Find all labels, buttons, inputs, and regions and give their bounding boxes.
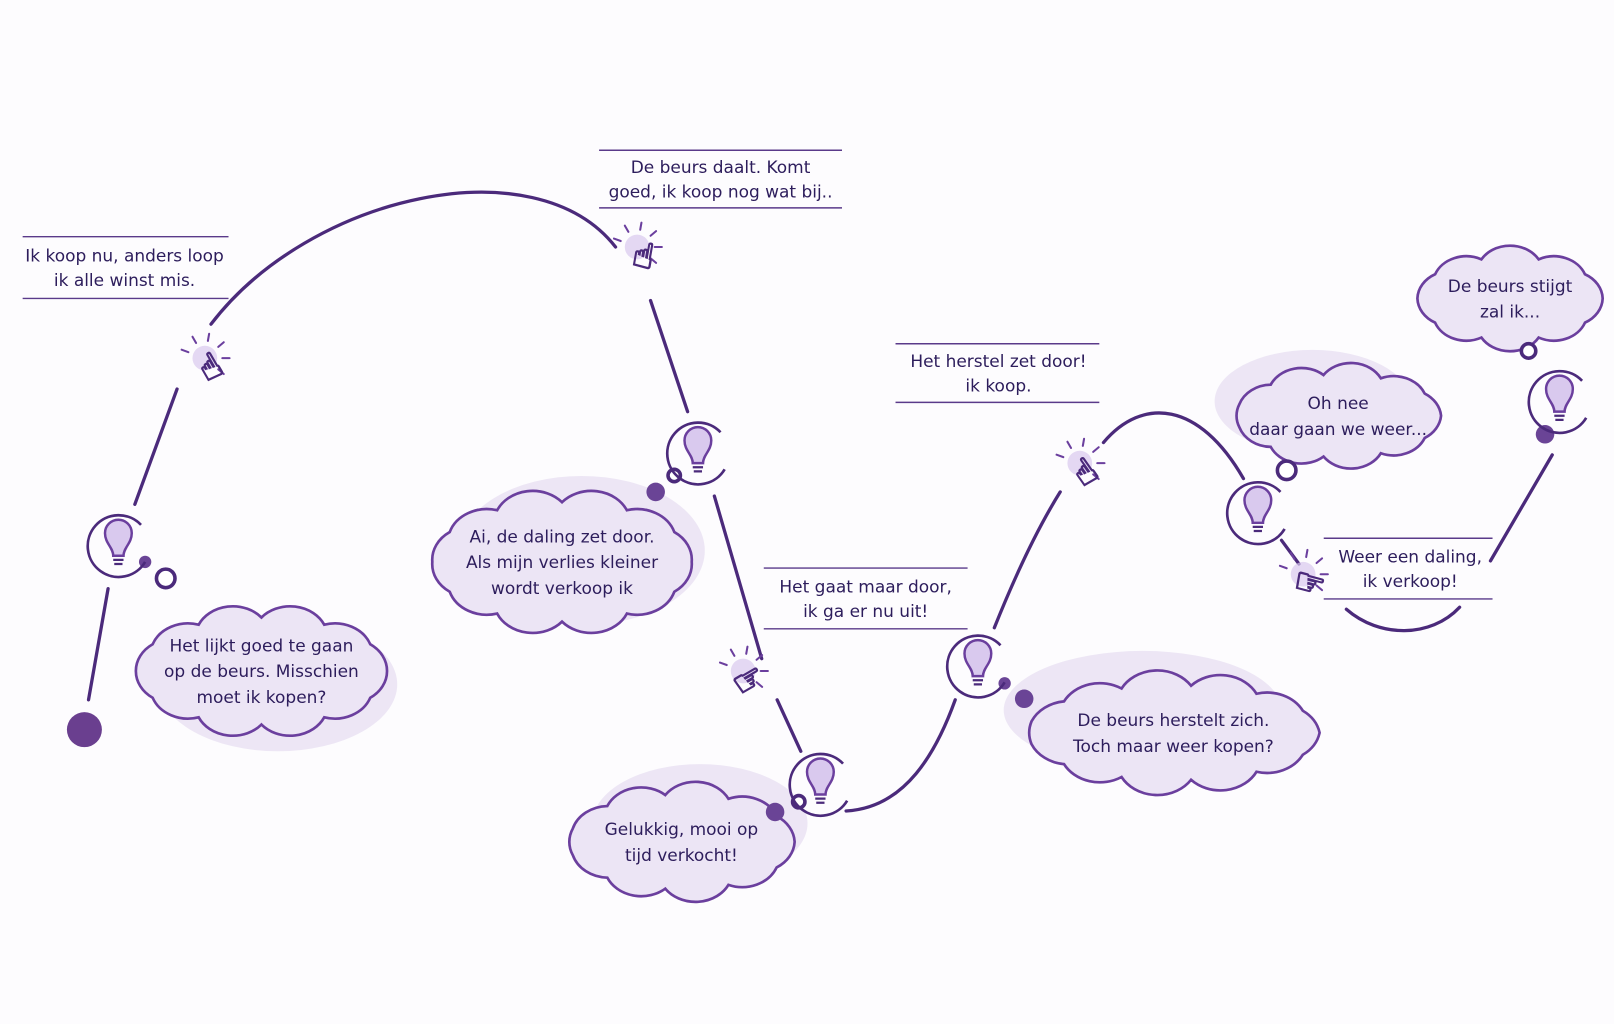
curve-segment bbox=[1101, 411, 1246, 481]
cloud-shape bbox=[568, 780, 796, 904]
cloud-text-line: Ai, de daling zet door. bbox=[470, 527, 655, 547]
curve-segment bbox=[209, 190, 618, 326]
cloud-shape bbox=[1027, 669, 1321, 797]
thought-bubble-dot bbox=[1519, 341, 1538, 360]
caption-text-line: Ik koop nu, anders loop bbox=[25, 246, 224, 266]
curve-segment bbox=[86, 587, 110, 702]
cloud-text-line: zal ik... bbox=[1480, 302, 1540, 322]
thought-cloud: Gelukkig, mooi op tijd verkocht! bbox=[568, 780, 796, 904]
thought-cloud: De beurs herstelt zich. Toch maar weer ko… bbox=[1027, 669, 1321, 797]
thought-bubble-dot bbox=[646, 482, 665, 502]
caption-text-line: ik alle winst mis. bbox=[54, 271, 195, 291]
caption-text-line: ik koop. bbox=[965, 377, 1031, 397]
market-curve bbox=[66, 190, 1554, 813]
cloud-text-line: Oh nee bbox=[1308, 394, 1369, 414]
cloud-text-line: tijd verkocht! bbox=[625, 846, 738, 866]
curve-segment bbox=[775, 698, 803, 753]
cloud-text-line: op de beurs. Misschien bbox=[164, 662, 359, 682]
cloud-text-line: Gelukkig, mooi op bbox=[605, 820, 759, 840]
caption: Het herstel zet door! ik koop. bbox=[895, 343, 1100, 404]
thought-bubble-dot bbox=[765, 802, 785, 822]
thought-bubble-dot bbox=[1014, 689, 1034, 709]
thought-cloud: Ai, de daling zet door. Als mijn verlies … bbox=[430, 489, 694, 635]
lightbulb-icon bbox=[788, 752, 849, 818]
pointing-hand-icon: ☝ bbox=[180, 332, 231, 391]
cloud-shape bbox=[134, 605, 389, 737]
pointing-hand-icon: ☝ bbox=[1055, 437, 1107, 496]
lightbulb-icon bbox=[86, 513, 147, 579]
lightbulb-icon bbox=[945, 634, 1006, 699]
pointing-hand-icon: ☞ bbox=[1278, 548, 1331, 608]
cloud-shape bbox=[1416, 244, 1605, 353]
cloud-text-line: De beurs stijgt bbox=[1448, 277, 1573, 297]
svg-text:☝: ☝ bbox=[1065, 450, 1105, 495]
curve-segment bbox=[1488, 453, 1554, 563]
caption: Weer een daling, ik verkoop! bbox=[1323, 537, 1493, 600]
curve-segment bbox=[133, 387, 179, 506]
curve-segment bbox=[648, 298, 690, 414]
thought-cloud: Het lijkt goed te gaan op de beurs. Missc… bbox=[134, 605, 389, 737]
start-dot bbox=[66, 712, 102, 748]
cloud-text-line: moet ik kopen? bbox=[196, 688, 326, 708]
svg-text:☞: ☞ bbox=[725, 656, 772, 706]
pointing-hand-icon: ☞ bbox=[718, 645, 773, 707]
cloud-text-line: daar gaan we weer... bbox=[1249, 420, 1427, 440]
caption-text-line: Het gaat maar door, bbox=[779, 577, 951, 597]
thought-cloud: Oh nee daar gaan we weer... bbox=[1235, 361, 1443, 470]
pointing-hand-icon: ☝ bbox=[612, 221, 663, 279]
lightbulb-icon bbox=[665, 421, 726, 486]
curve-segment bbox=[1344, 605, 1462, 633]
cloud-text-line: wordt verkoop ik bbox=[491, 579, 633, 599]
curve-segment bbox=[992, 490, 1062, 630]
svg-text:☝: ☝ bbox=[191, 345, 229, 390]
caption-text-line: ik verkoop! bbox=[1363, 572, 1458, 592]
caption: De beurs daalt. Komt goed, ik koop nog wa… bbox=[599, 149, 842, 209]
thought-bubble-dot bbox=[1535, 425, 1555, 444]
thought-bubble-dot bbox=[1275, 459, 1298, 482]
caption-text-line: De beurs daalt. Komt bbox=[631, 158, 811, 178]
caption-text-line: goed, ik koop nog wat bij.. bbox=[609, 183, 833, 203]
curve-segment bbox=[712, 494, 764, 661]
cloud-shape bbox=[1235, 361, 1443, 470]
cloud-text-line: Als mijn verlies kleiner bbox=[466, 553, 658, 573]
caption-text-line: ik ga er nu uit! bbox=[803, 602, 928, 622]
curve-segment bbox=[844, 698, 957, 813]
caption-text-line: Weer een daling, bbox=[1338, 547, 1482, 567]
thought-cloud: De beurs stijgt zal ik... bbox=[1416, 244, 1605, 353]
thought-bubble-dot bbox=[666, 467, 683, 484]
cloud-shape bbox=[430, 489, 694, 635]
lightbulb-icon bbox=[1225, 481, 1286, 546]
caption: Ik koop nu, anders loop ik alle winst mis… bbox=[22, 235, 229, 300]
thought-bubble-dot bbox=[154, 567, 177, 590]
cloud-text-line: De beurs herstelt zich. bbox=[1077, 711, 1269, 731]
cloud-text-line: Het lijkt goed te gaan bbox=[170, 636, 354, 656]
cloud-text-line: Toch maar weer kopen? bbox=[1072, 737, 1274, 757]
lightbulb-icon bbox=[1527, 369, 1588, 435]
caption-text-line: Het herstel zet door! bbox=[910, 352, 1086, 372]
caption: Het gaat maar door, ik ga er nu uit! bbox=[763, 567, 968, 630]
